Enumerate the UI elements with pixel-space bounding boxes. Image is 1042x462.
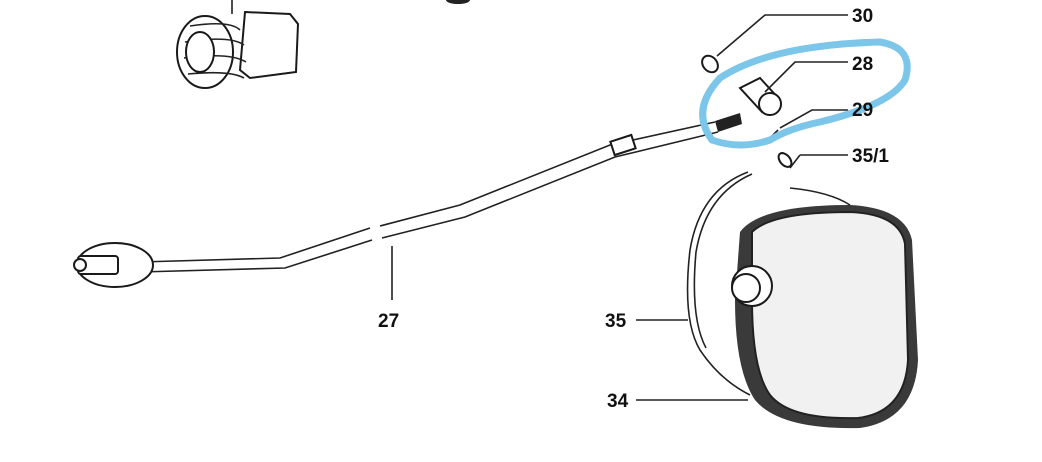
label-27: 27 (378, 311, 399, 332)
threaded-end (715, 113, 742, 132)
cable-part-27 (73, 113, 742, 300)
label-29: 29 (852, 100, 873, 121)
label-35-1: 35/1 (852, 146, 889, 167)
label-28: 28 (852, 54, 873, 75)
rubber-boot-part (176, 0, 300, 89)
label-34: 34 (607, 391, 629, 412)
partial-part (446, 0, 470, 4)
lamp-housing (636, 171, 918, 429)
label-30: 30 (852, 6, 873, 27)
label-35: 35 (605, 311, 627, 332)
highlight-circle (699, 38, 911, 149)
small-parts (701, 14, 848, 169)
